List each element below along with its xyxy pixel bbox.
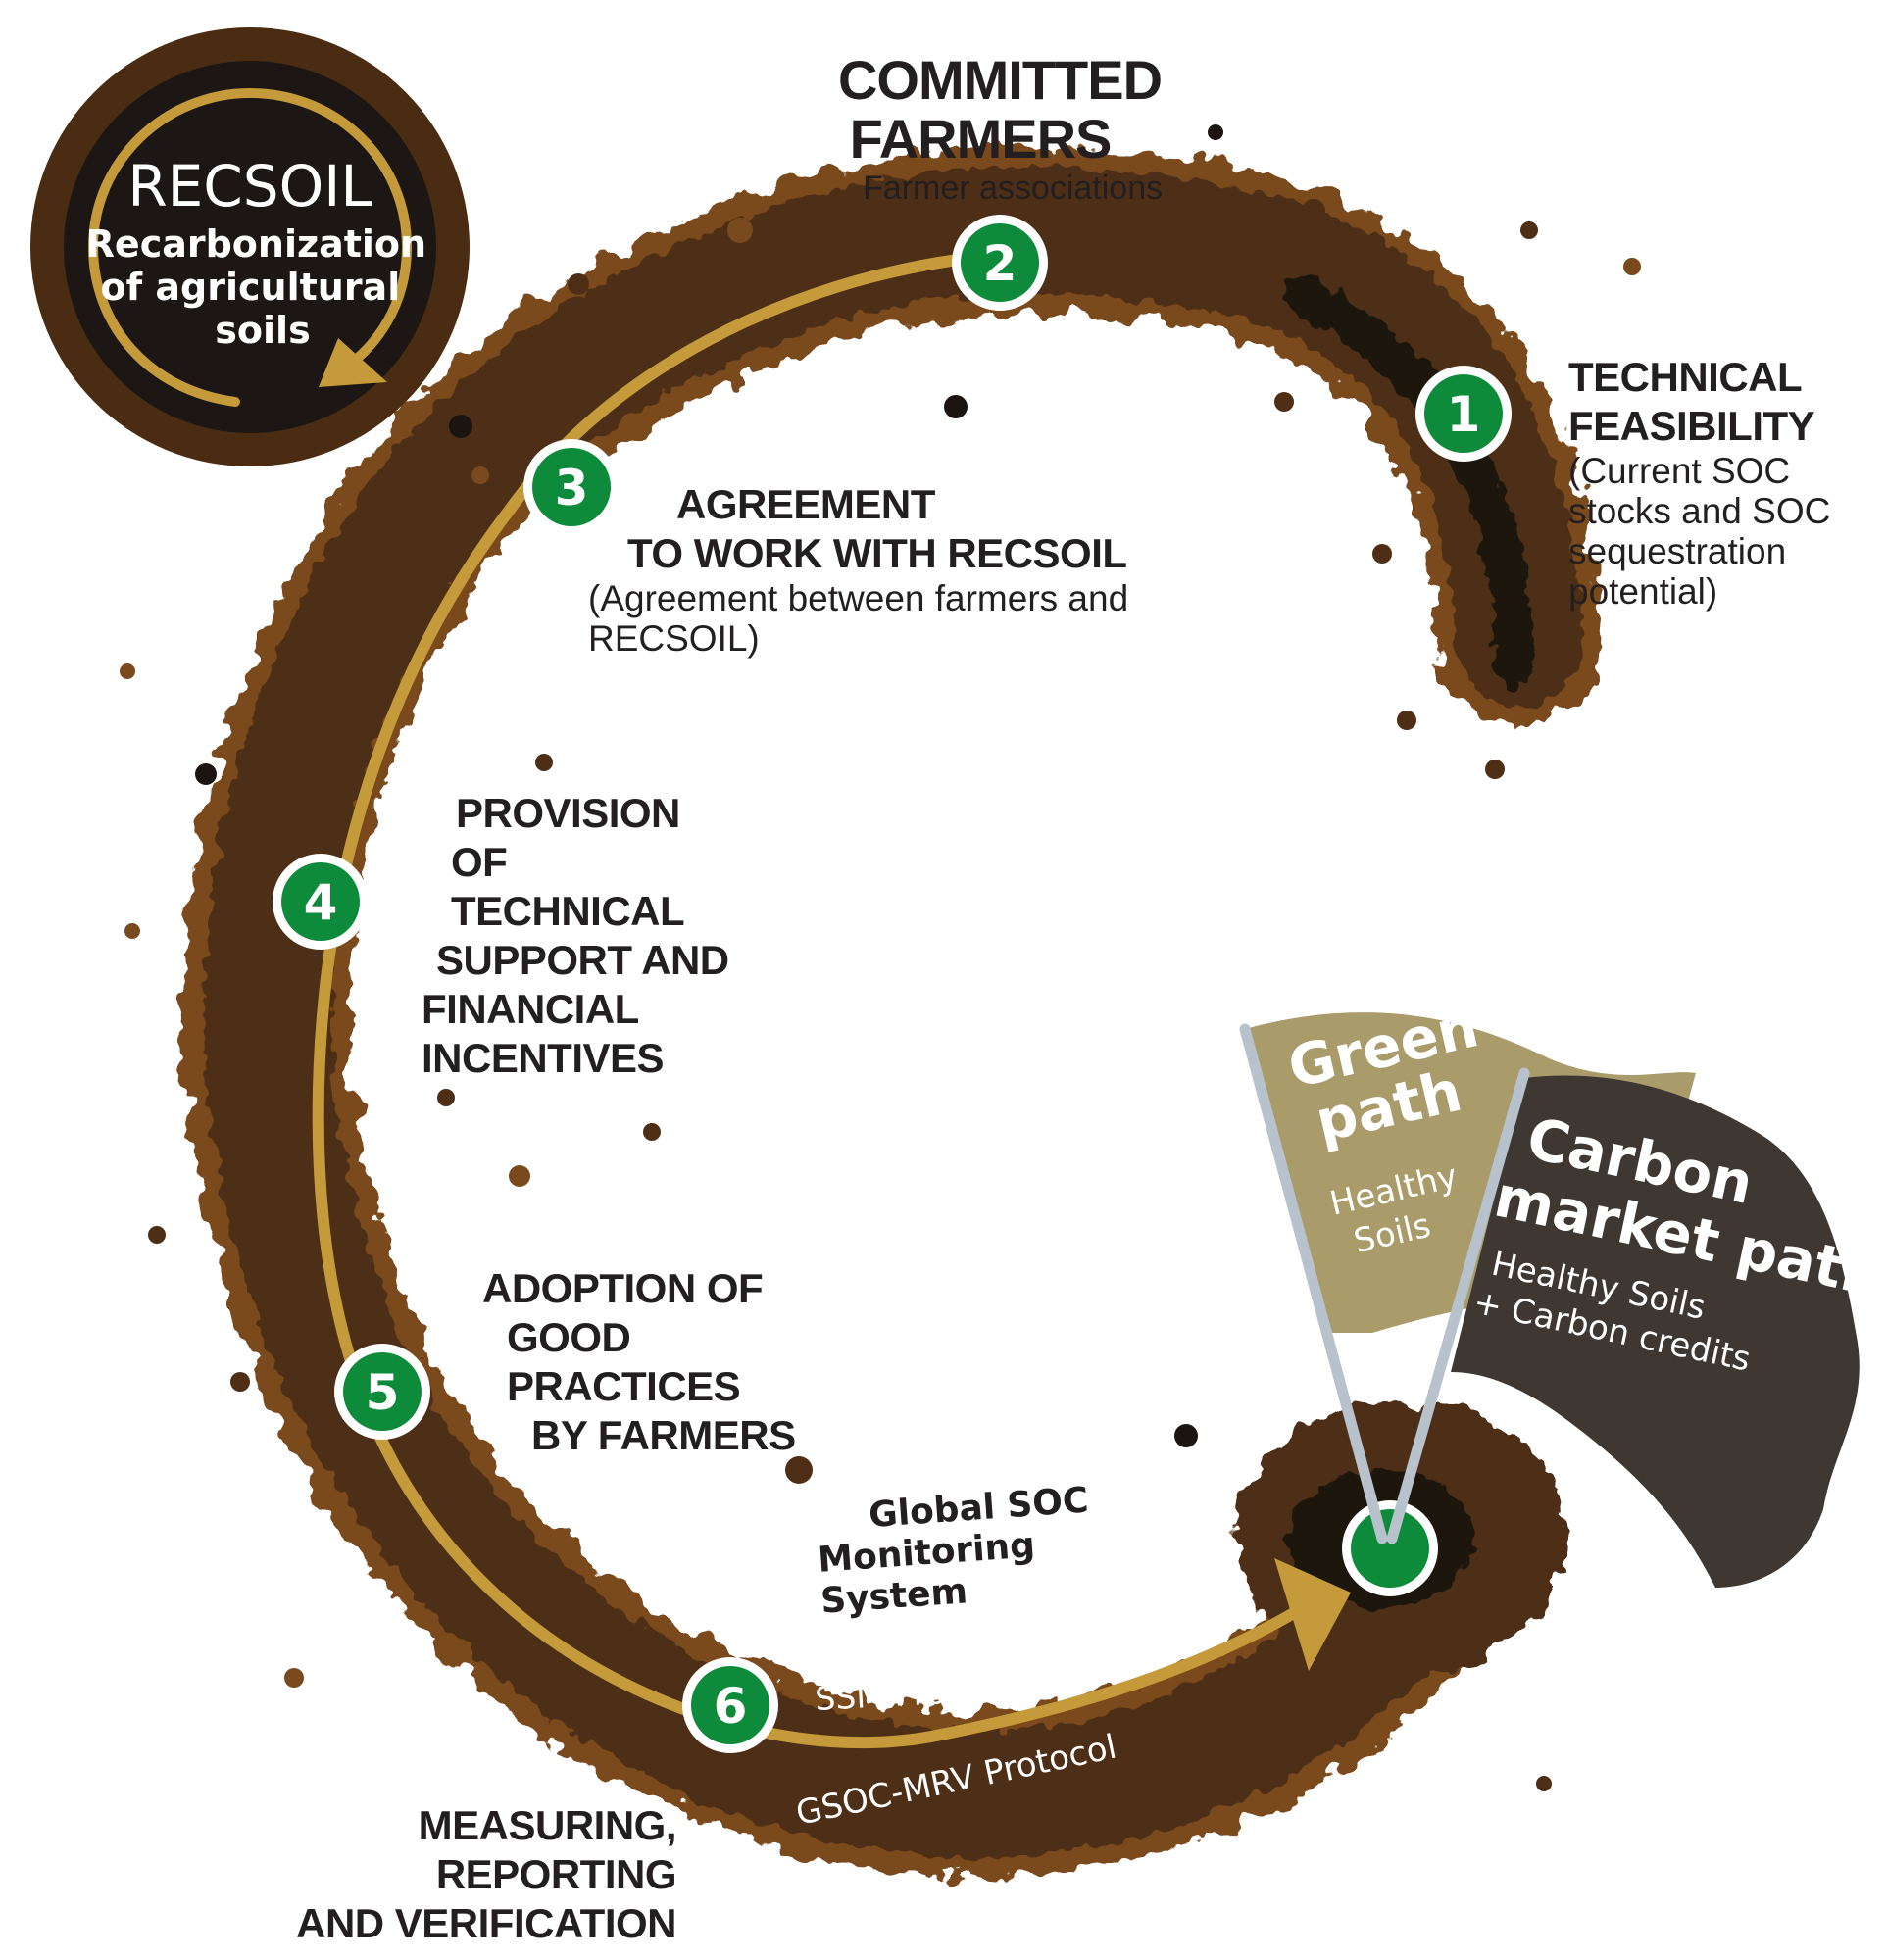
step-6-marker: 6 <box>682 1657 778 1753</box>
logo-arrow-icon <box>319 338 387 387</box>
logo-ring-arrow <box>87 87 413 407</box>
step-number: 2 <box>983 235 1017 292</box>
committed-farmers-subtitle: Farmer associations <box>863 170 1164 207</box>
carbon-flag-pole <box>1386 1067 1530 1544</box>
step-number: 1 <box>1447 386 1481 443</box>
arrowhead-icon <box>1274 1558 1351 1671</box>
step-number: 6 <box>714 1678 748 1735</box>
logo-subtitle: Recarbonization of agricultural soils <box>86 222 440 352</box>
step-number: 4 <box>304 874 338 931</box>
step-number: 5 <box>366 1364 400 1421</box>
step-number: 3 <box>555 460 589 516</box>
logo-title: RECSOIL <box>127 153 372 220</box>
step-3-marker: 3 <box>523 439 620 535</box>
step-5-marker: 5 <box>334 1344 430 1440</box>
destination-marker <box>1342 1500 1438 1596</box>
step-3-label: AGREEMENT TO WORK WITH RECSOIL (Agreemen… <box>588 481 1129 659</box>
step-1-marker: 1 <box>1415 366 1512 462</box>
green-flag-pole <box>1239 1023 1388 1544</box>
committed-farmers-title: COMMITTED FARMERS <box>837 49 1163 170</box>
carbon-flag-cloth <box>1451 1075 1860 1588</box>
carbon-market-flag: Carbonmarket path Healthy Soils+ Carbon … <box>1386 1067 1886 1588</box>
global-soc-monitoring-label: Global SOC Monitoring System <box>816 1480 1090 1622</box>
soil-crumbs <box>120 124 1641 1791</box>
step-4-marker: 4 <box>273 854 369 950</box>
recsoil-logo: RECSOIL Recarbonization of agricultural … <box>30 27 470 466</box>
step-5-label: ADOPTION OF GOOD PRACTICES BY FARMERS <box>482 1265 796 1458</box>
step-4-label: PROVISION OF TECHNICAL SUPPORT AND FINAN… <box>422 790 729 1081</box>
step-2-marker: 2 <box>952 215 1048 311</box>
step-1-label: TECHNICAL FEASIBILITY (Current SOC stock… <box>1568 354 1831 612</box>
step-6-label: MEASURING, REPORTING AND VERIFICATION <box>296 1802 676 1946</box>
soil-band-core <box>203 167 1583 1858</box>
